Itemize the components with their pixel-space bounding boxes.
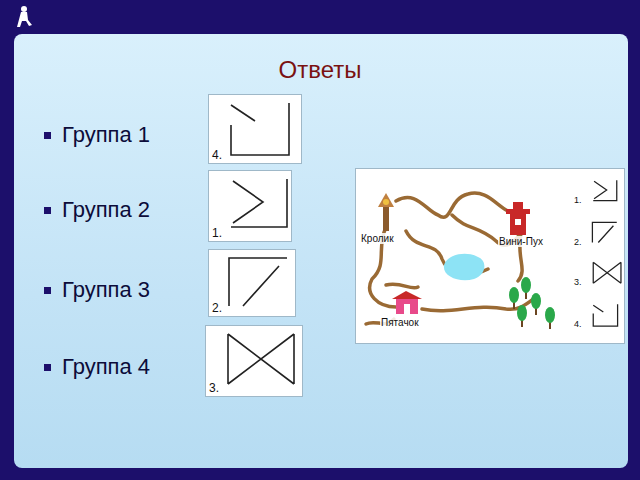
figure-number: 3. xyxy=(209,381,219,395)
pond xyxy=(444,254,485,281)
answer-tile: 2. xyxy=(208,249,296,317)
place-name: Вини-Пух xyxy=(498,236,544,247)
place-name: Кролик xyxy=(360,233,395,244)
figure-number: 1. xyxy=(573,195,583,205)
map-paths xyxy=(366,193,536,324)
figure-number: 4. xyxy=(573,319,583,329)
bullet-marker xyxy=(44,364,51,371)
trees xyxy=(509,277,555,329)
group-label: Группа 3 xyxy=(62,277,150,303)
map-figures xyxy=(592,180,621,326)
bullet-marker xyxy=(44,132,51,139)
place-name: Пятачок xyxy=(380,317,420,328)
figure-number: 2. xyxy=(573,237,583,247)
figure-number: 1. xyxy=(212,226,222,240)
corner-icon xyxy=(17,6,32,27)
bullet-marker xyxy=(44,207,51,214)
figure-number: 2. xyxy=(212,301,222,315)
figure-drawing xyxy=(209,95,301,163)
figure-number: 4. xyxy=(212,148,222,162)
group-label: Группа 2 xyxy=(62,197,150,223)
figure-drawing xyxy=(206,326,302,396)
slide-title: Ответы xyxy=(0,56,640,84)
answer-tile: 1. xyxy=(208,170,292,242)
group-label: Группа 1 xyxy=(62,122,150,148)
rabbit-house xyxy=(378,193,394,231)
figure-number: 3. xyxy=(573,277,583,287)
group-label: Группа 4 xyxy=(62,354,150,380)
piglet-house xyxy=(392,291,422,314)
answer-tile: 4. xyxy=(208,94,302,164)
map-panel: Кролик Вини-ПухПятачок 1. 2. 3. 4. xyxy=(355,168,625,344)
pooh-house xyxy=(506,202,530,235)
bullet-marker xyxy=(44,287,51,294)
answer-tile: 3. xyxy=(205,325,303,397)
